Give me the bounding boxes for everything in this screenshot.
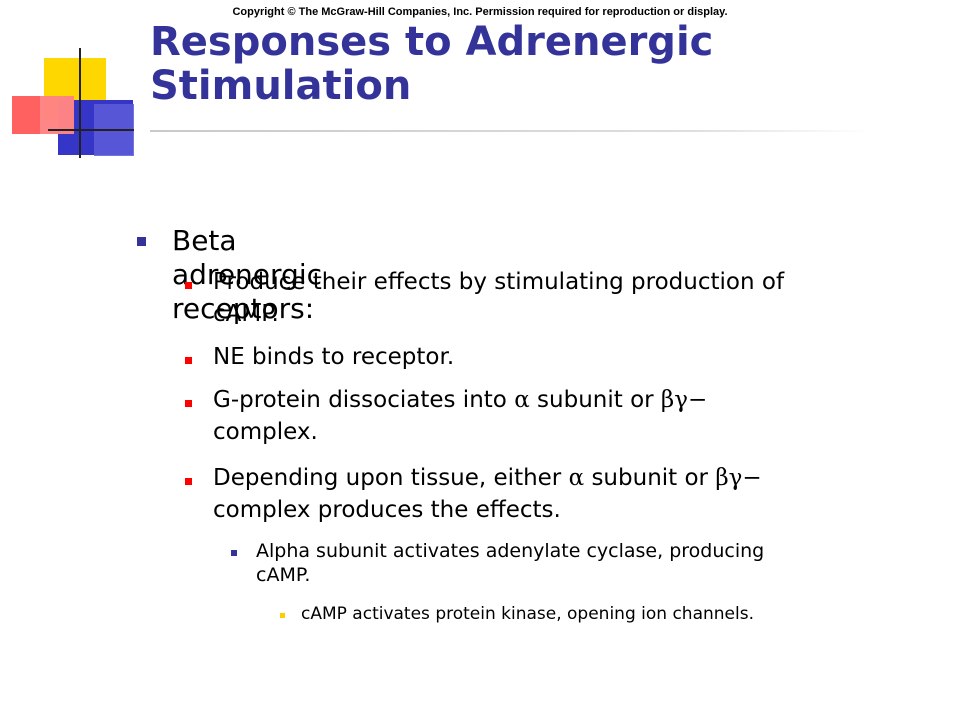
bullet-text: NE binds to receptor. xyxy=(213,344,455,370)
title-line-1: Responses to Adrenergic xyxy=(150,19,714,65)
square-bullet-icon xyxy=(280,613,285,618)
bullet-text: Produce their effects by stimulating pro… xyxy=(213,269,785,327)
beta-gamma-symbol: βγ− xyxy=(715,465,762,491)
square-bullet-icon xyxy=(185,400,192,407)
square-bullet-icon xyxy=(185,357,192,364)
bullet-text: Beta adrenergic receptors: xyxy=(172,224,322,325)
beta-gamma-symbol: βγ− xyxy=(660,387,708,413)
alpha-symbol: α xyxy=(568,465,585,491)
title-divider xyxy=(150,130,870,132)
bullet-text: G-protein dissociates into α subunit or … xyxy=(213,387,708,445)
square-bullet-icon xyxy=(137,237,146,246)
bullet-text: cAMP activates protein kinase, opening i… xyxy=(301,604,754,624)
square-bullet-icon xyxy=(231,550,237,556)
square-bullet-icon xyxy=(185,282,192,289)
square-bullet-icon xyxy=(185,478,192,485)
slide-title: Responses to Adrenergic Stimulation xyxy=(150,20,713,108)
alpha-symbol: α xyxy=(514,387,530,413)
bullet-text: Alpha subunit activates adenylate cyclas… xyxy=(256,540,765,586)
bullet-text: Depending upon tissue, either α subunit … xyxy=(213,465,762,523)
slide-decoration xyxy=(12,48,134,158)
title-line-2: Stimulation xyxy=(150,63,412,109)
copyright-notice: Copyright © The McGraw-Hill Companies, I… xyxy=(232,6,728,18)
